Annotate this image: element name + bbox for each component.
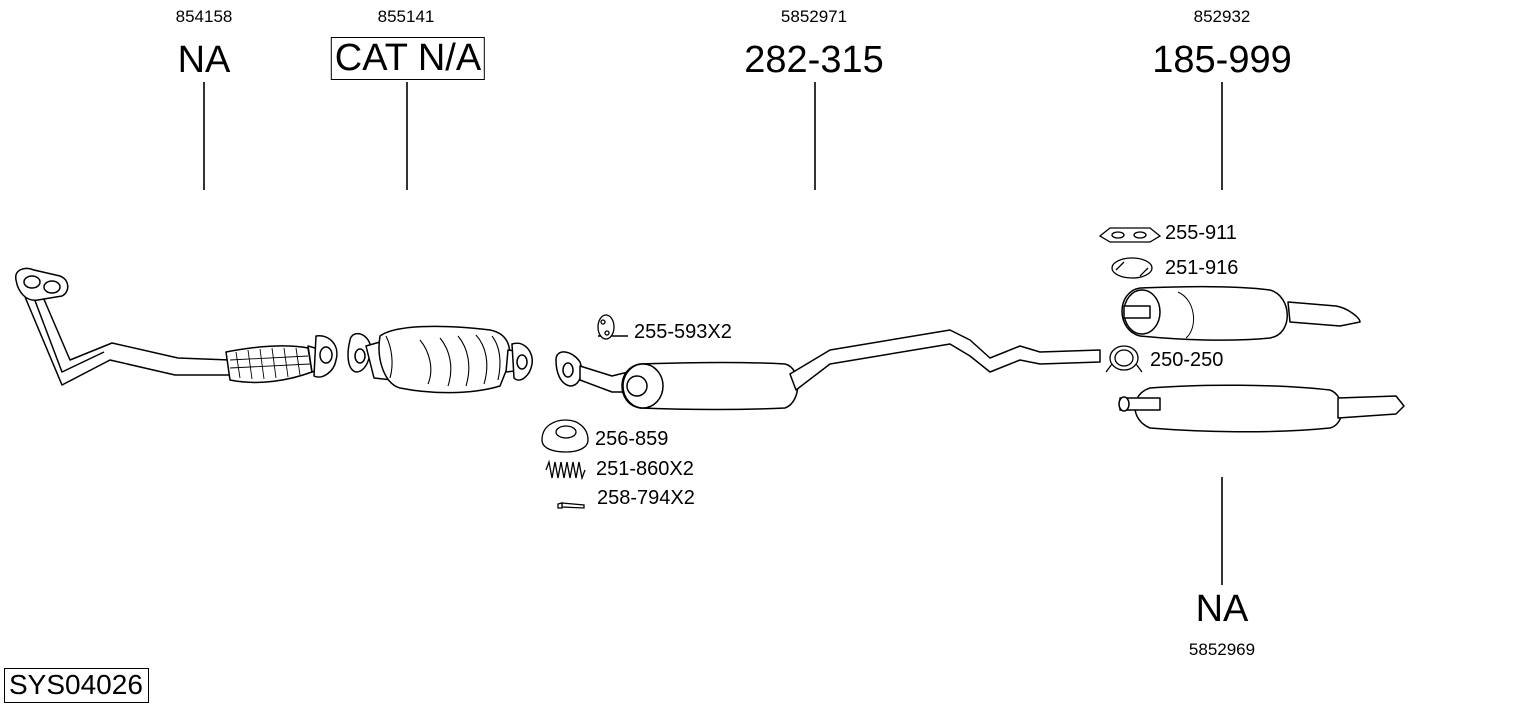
- gasket-drawing: [541, 419, 589, 453]
- part-number-center-silencer: 282-315: [744, 39, 884, 81]
- clamp-drawing: [1105, 345, 1143, 373]
- rear-rubber-drawing: [1098, 227, 1162, 243]
- oem-number-rear-silencer: 852932: [1193, 7, 1251, 26]
- label-spring: 251-860X2: [596, 458, 694, 480]
- part-number-catalyst: CAT N/A: [330, 37, 486, 80]
- part-number-front-pipe: NA: [177, 39, 231, 81]
- rear-silencer-alt: [1118, 384, 1405, 433]
- rear-silencer: [1121, 285, 1361, 341]
- rear-clamp-ring-drawing: [1111, 257, 1153, 279]
- accessories-drawings: [541, 227, 1162, 509]
- label-mount-rubber: 255-593X2: [634, 321, 732, 343]
- oem-number-front-pipe: 854158: [175, 7, 233, 26]
- spring-drawing: [545, 459, 586, 481]
- oem-number-catalyst: 855141: [377, 7, 435, 26]
- label-bolt: 258-794X2: [597, 487, 695, 509]
- label-clamp: 250-250: [1150, 349, 1224, 371]
- mount-rubber-drawing: [597, 314, 615, 340]
- front-pipe: [15, 267, 338, 386]
- part-number-rear-silencer: 185-999: [1152, 39, 1292, 81]
- system-id-badge: SYS04026: [4, 668, 149, 703]
- label-rear-clamp-ring: 251-916: [1165, 257, 1239, 279]
- oem-number-center-silencer: 5852971: [780, 7, 848, 26]
- label-rear-rubber: 255-911: [1165, 222, 1237, 244]
- oem-number-rear-silencer-alt: 5852969: [1188, 640, 1256, 659]
- catalytic-converter: [347, 325, 533, 394]
- part-number-rear-silencer-alt: NA: [1195, 588, 1249, 630]
- label-gasket: 256-859: [595, 428, 669, 450]
- bolt-drawing: [557, 502, 585, 509]
